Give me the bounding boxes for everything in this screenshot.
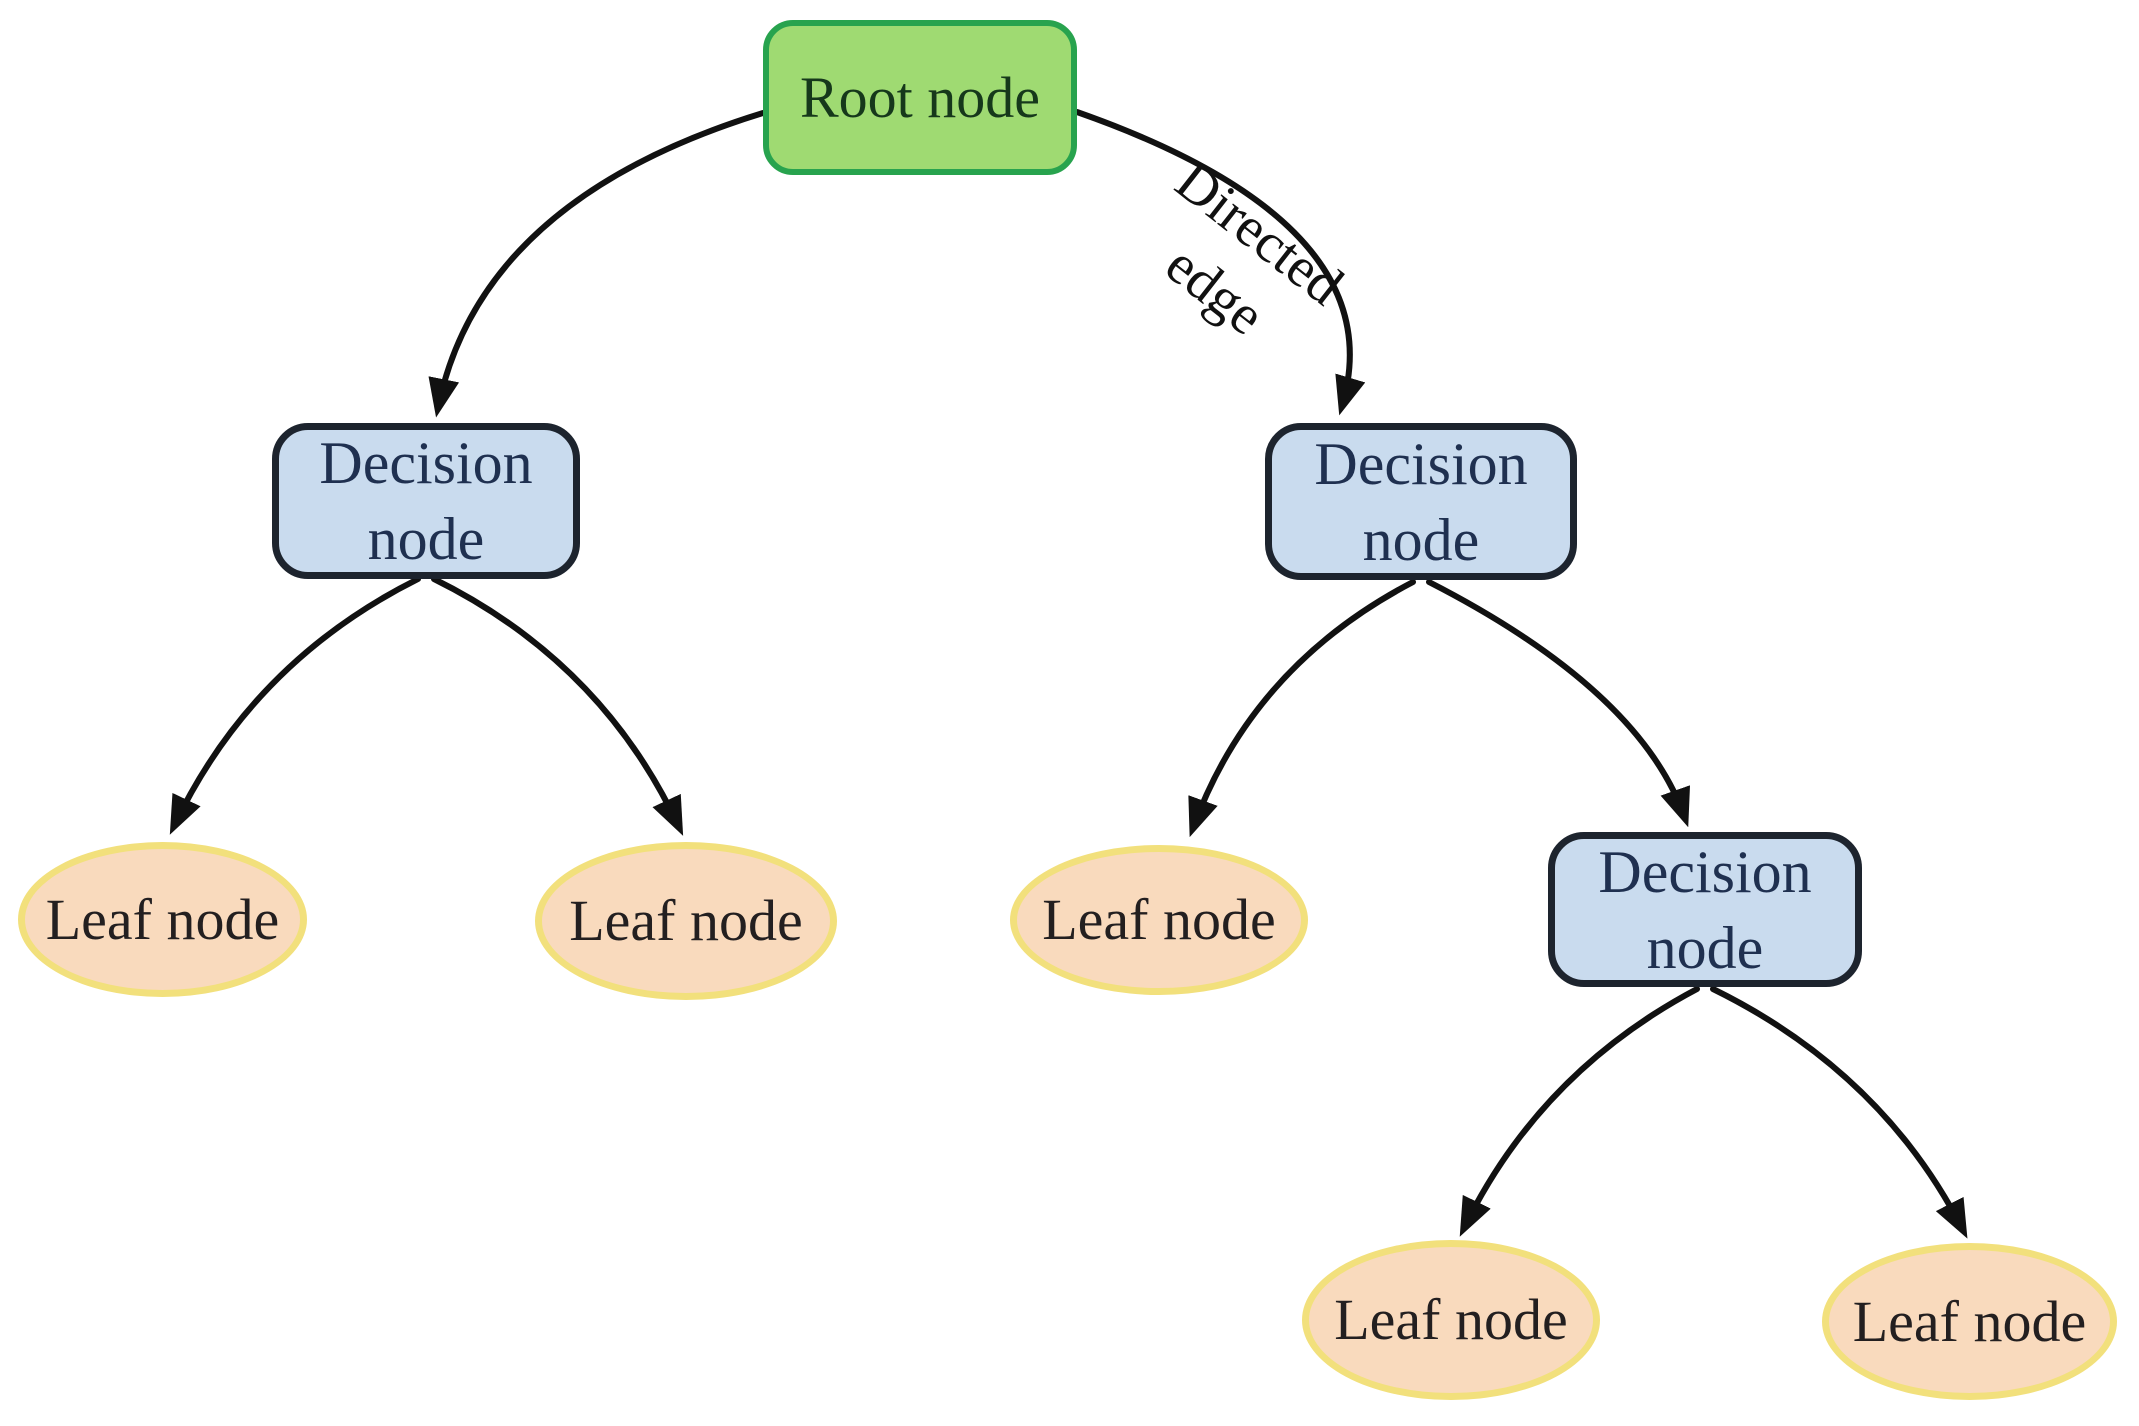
leaf-node-4-label: Leaf node	[1334, 1287, 1568, 1352]
leaf-node-5-label: Leaf node	[1852, 1288, 2087, 1354]
root-node-label: Root node	[799, 64, 1041, 130]
leaf-node-4: Leaf node	[1302, 1240, 1600, 1400]
leaf-node-2: Leaf node	[535, 842, 837, 1000]
decision-node-right: Decision node	[1265, 423, 1577, 580]
edge-root-to-decision-right	[1074, 109, 1366, 416]
leaf-node-3-label: Leaf node	[1042, 887, 1276, 952]
edge-decision-left-to-leaf-2	[431, 576, 684, 836]
edge-decision-lower-to-leaf-4	[1459, 986, 1700, 1237]
leaf-node-3: Leaf node	[1010, 845, 1308, 995]
edge-root-to-decision-left	[428, 110, 766, 418]
decision-node-right-lower: Decision node	[1548, 832, 1862, 987]
leaf-node-2-label: Leaf node	[569, 888, 803, 953]
decision-node-left-label: Decision node	[319, 430, 533, 572]
edge-decision-right-to-leaf-3	[1188, 579, 1416, 838]
edge-decision-left-to-leaf-1	[169, 576, 421, 835]
leaf-node-5: Leaf node	[1822, 1243, 2117, 1400]
edge-decision-lower-to-leaf-5	[1710, 986, 1968, 1239]
decision-node-right-lower-label: Decision node	[1598, 838, 1812, 981]
edge-decision-right-to-decision-lower	[1426, 579, 1690, 828]
decision-node-left: Decision node	[272, 423, 580, 579]
decision-node-right-label: Decision node	[1314, 430, 1528, 573]
root-node: Root node	[763, 20, 1077, 175]
leaf-node-1-label: Leaf node	[45, 886, 280, 952]
leaf-node-1: Leaf node	[18, 842, 307, 997]
